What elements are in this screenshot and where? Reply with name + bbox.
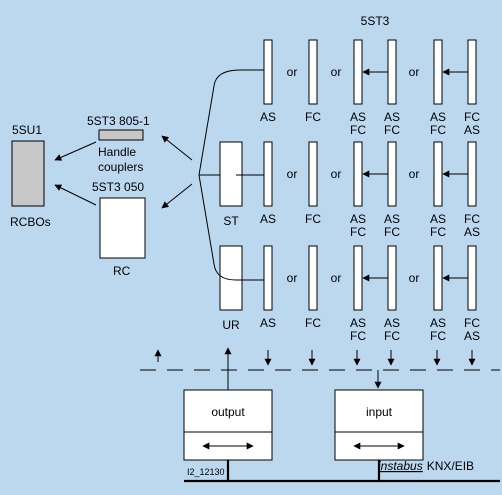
device-label-1: AS <box>350 110 366 124</box>
device-label-1: AS <box>350 316 366 330</box>
accessory-device <box>308 141 318 207</box>
device-label-2: FC <box>350 329 366 343</box>
rcbo-code: 5SU1 <box>12 123 42 137</box>
main-device-label: ST <box>223 214 239 228</box>
main-device-label: UR <box>222 318 240 332</box>
accessory-device <box>387 39 397 105</box>
or-separator: or <box>287 271 298 285</box>
device-label-2: FC <box>350 123 366 137</box>
or-separator: or <box>409 65 420 79</box>
device-label-1: AS <box>260 316 276 330</box>
device-label-2: FC <box>430 329 446 343</box>
bus-arrows <box>154 347 476 390</box>
device-label-2: FC <box>384 329 400 343</box>
accessory-device <box>387 245 397 311</box>
device-label-1: AS <box>384 316 400 330</box>
accessory-device <box>353 245 363 311</box>
device-label-1: AS <box>260 110 276 124</box>
coupler-device <box>98 129 144 141</box>
or-separator: or <box>287 65 298 79</box>
device-label-2: FC <box>430 225 446 239</box>
device-label-2: AS <box>464 123 480 137</box>
device-label-1: FC <box>464 110 480 124</box>
main-device <box>219 141 243 207</box>
coupler-label-2: couplers <box>98 160 143 174</box>
accessory-device <box>263 39 273 105</box>
bus-suffix: KNX/EIB <box>427 459 474 473</box>
accessory-device <box>433 39 443 105</box>
device-label-1: FC <box>305 212 321 226</box>
rcbo-label: RCBOs <box>10 215 51 229</box>
device-label-1: FC <box>464 212 480 226</box>
figure-id: I2_12130 <box>187 467 225 477</box>
accessory-device <box>467 141 477 207</box>
rc-device <box>99 197 146 259</box>
accessory-device <box>433 141 443 207</box>
coupler-code: 5ST3 805-1 <box>87 114 150 128</box>
output-module: output <box>183 389 273 481</box>
device-label-1: FC <box>464 316 480 330</box>
device-label-1: FC <box>305 316 321 330</box>
or-separator: or <box>331 271 342 285</box>
accessory-device <box>387 141 397 207</box>
or-separator: or <box>409 271 420 285</box>
device-label-1: AS <box>260 212 276 226</box>
device-label-1: FC <box>305 110 321 124</box>
accessory-device <box>308 39 318 105</box>
device-label-1: AS <box>430 316 446 330</box>
bus-label: instabus KNX/EIB <box>378 459 474 473</box>
accessory-device <box>353 39 363 105</box>
or-separator: or <box>331 167 342 181</box>
top-label: 5ST3 <box>361 14 390 28</box>
or-separator: or <box>331 65 342 79</box>
device-label-1: AS <box>430 110 446 124</box>
accessory-device <box>467 245 477 311</box>
device-label-1: AS <box>350 212 366 226</box>
or-separator: or <box>409 167 420 181</box>
input-module: input <box>334 389 424 481</box>
accessory-device <box>263 245 273 311</box>
rc-label: RC <box>113 264 131 278</box>
accessory-device <box>467 39 477 105</box>
device-label-1: AS <box>384 110 400 124</box>
device-label-2: AS <box>464 329 480 343</box>
device-label-2: FC <box>350 225 366 239</box>
rc-code: 5ST3 050 <box>92 180 144 194</box>
accessory-device <box>263 141 273 207</box>
device-label-1: AS <box>430 212 446 226</box>
or-separator: or <box>287 167 298 181</box>
device-label-2: FC <box>384 123 400 137</box>
accessory-device <box>433 245 443 311</box>
device-label-2: FC <box>430 123 446 137</box>
accessory-device <box>353 141 363 207</box>
left-devices: 5SU1 RCBOs 5ST3 805-1 Handle couplers 5S… <box>10 114 150 278</box>
branch-lines <box>198 69 264 281</box>
rcbo-device <box>11 140 45 207</box>
main-device <box>219 245 243 311</box>
bus-word: instabus <box>378 459 423 473</box>
hub-arrows <box>54 135 193 209</box>
accessory-device <box>308 245 318 311</box>
input-label: input <box>366 405 393 419</box>
output-label: output <box>211 405 245 419</box>
device-label-1: AS <box>384 212 400 226</box>
device-label-2: FC <box>384 225 400 239</box>
coupler-label-1: Handle <box>98 145 136 159</box>
device-label-2: AS <box>464 225 480 239</box>
